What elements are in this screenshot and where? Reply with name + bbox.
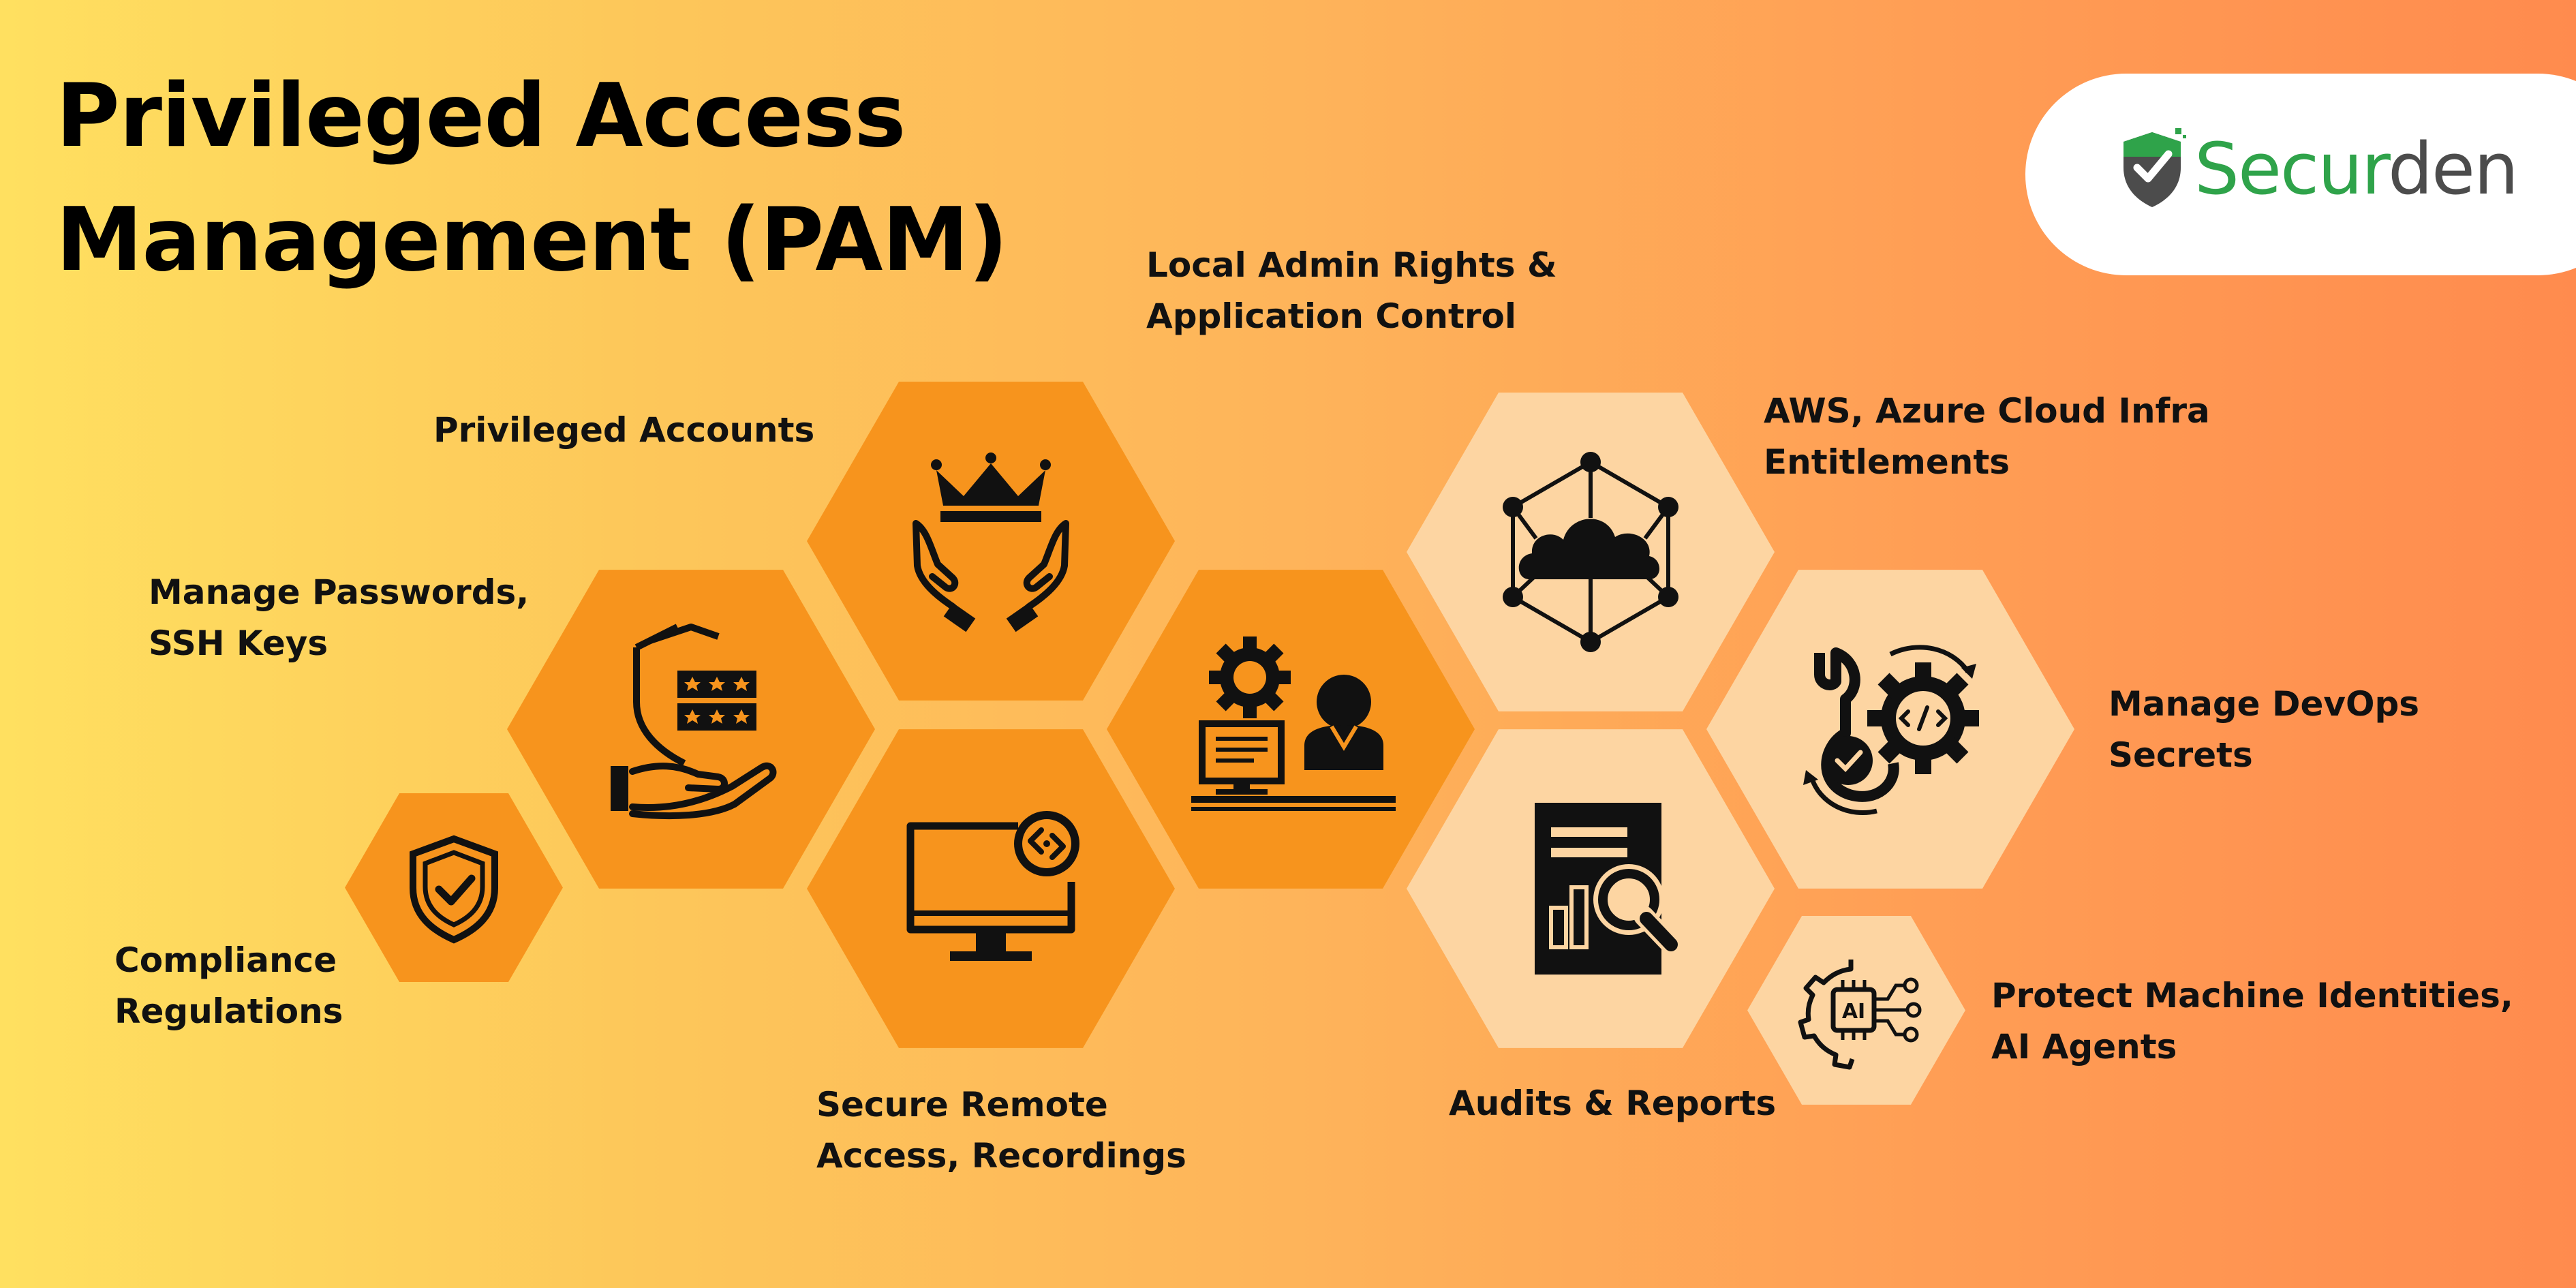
brand-name-part-2: den xyxy=(2388,127,2519,211)
label-privileged-accounts-line-1: Privileged Accounts xyxy=(433,410,815,450)
hex-cloud-entitlements xyxy=(1407,393,1775,711)
hex-audits-reports xyxy=(1407,729,1775,1048)
label-privileged-accounts: Privileged Accounts xyxy=(433,405,814,456)
title-line-1: Privileged Access xyxy=(56,65,906,167)
label-cloud-line-2: Entitlements xyxy=(1764,442,2010,482)
hex-local-admin xyxy=(1107,570,1475,889)
hex-machine-identities: AI xyxy=(1747,916,1965,1105)
label-compliance-line-1: Compliance xyxy=(114,940,337,980)
label-machine-identities-line-1: Protect Machine Identities, xyxy=(1991,976,2513,1015)
hex-compliance xyxy=(345,793,563,982)
label-compliance: Compliance Regulations xyxy=(114,935,343,1037)
label-secure-remote-line-2: Access, Recordings xyxy=(816,1136,1186,1176)
label-audits-line-1: Audits & Reports xyxy=(1449,1084,1777,1123)
brand-name: Securden xyxy=(2194,121,2519,217)
label-secure-remote: Secure Remote Access, Recordings xyxy=(816,1079,1186,1182)
admin-desk-gear-icon xyxy=(1191,637,1396,811)
hex-manage-passwords xyxy=(507,570,875,889)
label-manage-passwords: Manage Passwords, SSH Keys xyxy=(149,567,529,669)
label-machine-identities: Protect Machine Identities, AI Agents xyxy=(1991,970,2513,1073)
monitor-remote-icon xyxy=(906,811,1079,961)
password-shield-hand-icon xyxy=(611,624,777,820)
label-local-admin: Local Admin Rights & Application Control xyxy=(1146,240,1557,342)
label-devops: Manage DevOps Secrets xyxy=(2109,679,2419,781)
label-compliance-line-2: Regulations xyxy=(114,992,343,1031)
label-audits: Audits & Reports xyxy=(1449,1078,1776,1129)
label-manage-passwords-line-2: SSH Keys xyxy=(149,624,328,663)
shield-check-icon xyxy=(410,835,498,944)
cloud-network-icon xyxy=(1503,452,1678,652)
crown-hands-icon xyxy=(913,453,1069,632)
brand-name-part-1: Secur xyxy=(2194,127,2389,211)
hex-devops-secrets xyxy=(1706,570,2074,889)
label-local-admin-line-2: Application Control xyxy=(1146,296,1517,336)
label-devops-line-2: Secrets xyxy=(2109,735,2253,775)
label-local-admin-line-1: Local Admin Rights & xyxy=(1146,245,1557,285)
report-magnifier-icon xyxy=(1535,803,1684,975)
ai-chip-gear-icon: AI xyxy=(1798,960,1922,1070)
label-cloud-line-1: AWS, Azure Cloud Infra xyxy=(1764,391,2210,431)
shield-check-logo-icon xyxy=(2123,128,2186,207)
label-secure-remote-line-1: Secure Remote xyxy=(816,1085,1108,1124)
brand-logo-badge xyxy=(2025,74,2576,275)
label-devops-line-1: Manage DevOps xyxy=(2109,684,2420,724)
label-cloud: AWS, Azure Cloud Infra Entitlements xyxy=(1764,386,2210,488)
title-line-2: Management (PAM) xyxy=(56,189,1008,291)
label-machine-identities-line-2: AI Agents xyxy=(1991,1027,2177,1067)
page-title: Privileged Access Management (PAM) xyxy=(56,55,1008,303)
label-manage-passwords-line-1: Manage Passwords, xyxy=(149,572,530,612)
hex-secure-remote-access xyxy=(807,729,1175,1048)
hex-privileged-accounts xyxy=(807,382,1175,701)
ai-chip-label: AI xyxy=(1842,1000,1865,1024)
devops-gear-icon xyxy=(1803,645,1979,816)
